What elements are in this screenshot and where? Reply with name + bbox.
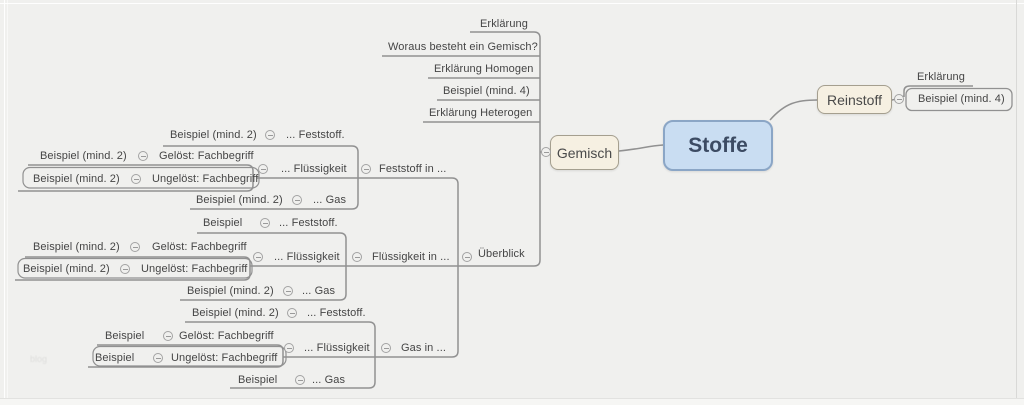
topic-c1-feststoff-beispiel[interactable]: Beispiel (mind. 2) <box>170 129 257 141</box>
topic-gas-in[interactable]: Gas in ... <box>401 342 447 354</box>
topic-c2-fluessigkeit[interactable]: ... Flüssigkeit <box>274 251 340 263</box>
bracket-gas-in-children <box>185 321 376 389</box>
topic-c2-gas[interactable]: ... Gas <box>302 285 336 297</box>
topic-erklaerung-homogen[interactable]: Erklärung Homogen <box>434 63 534 75</box>
topic-stoffe-label: Stoffe <box>688 133 748 157</box>
topic-c2-feststoff-beispiel[interactable]: Beispiel <box>203 217 243 229</box>
connector-stoffe-reinstoff <box>769 99 818 121</box>
topic-c3-geloest-beispiel[interactable]: Beispiel <box>105 330 145 342</box>
collapse-icon[interactable] <box>287 308 297 318</box>
collapse-icon[interactable] <box>163 331 173 341</box>
topic-feststoff-in[interactable]: Feststoff in ... <box>379 163 447 175</box>
topic-erklaerung-heterogen[interactable]: Erklärung Heterogen <box>429 107 533 119</box>
topic-reinstoff-label: Reinstoff <box>827 91 882 108</box>
bracket-c1-fluessigkeit-children <box>18 164 254 192</box>
connector-gemisch-stoffe <box>618 144 664 152</box>
topic-c1-ungeloest-beispiel[interactable]: Beispiel (mind. 2) <box>33 173 120 185</box>
bracket-c2-fluessigkeit-children <box>15 256 251 281</box>
collapse-icon[interactable] <box>462 252 472 262</box>
collapse-icon[interactable] <box>894 94 904 104</box>
topic-c2-geloest-beispiel[interactable]: Beispiel (mind. 2) <box>33 241 120 253</box>
topic-c3-feststoff[interactable]: ... Feststoff. <box>307 307 366 319</box>
topic-c1-feststoff[interactable]: ... Feststoff. <box>286 129 345 141</box>
boundary-beispiel-mind4 <box>905 87 1013 112</box>
collapse-icon[interactable] <box>295 375 305 385</box>
collapse-icon[interactable] <box>265 130 275 140</box>
topic-c2-geloest[interactable]: Gelöst: Fachbegriff <box>152 241 247 253</box>
topic-erklaerung[interactable]: Erklärung <box>480 18 528 30</box>
bracket-ueberblick-children <box>257 177 459 358</box>
boundary-c1-ungeloest <box>22 166 260 189</box>
collapse-icon[interactable] <box>130 242 140 252</box>
collapse-icon[interactable] <box>283 286 293 296</box>
topic-c2-gas-beispiel[interactable]: Beispiel (mind. 2) <box>187 285 274 297</box>
bracket-gemisch-children <box>458 31 541 267</box>
topic-c2-feststoff[interactable]: ... Feststoff. <box>279 217 338 229</box>
topic-gemisch[interactable]: Gemisch <box>550 135 619 170</box>
boundary-c3-ungeloest <box>92 345 287 367</box>
topic-c1-gas-beispiel[interactable]: Beispiel (mind. 2) <box>196 194 283 206</box>
collapse-icon[interactable] <box>292 195 302 205</box>
collapse-icon[interactable] <box>352 252 362 262</box>
collapse-icon[interactable] <box>361 164 371 174</box>
bracket-feststoff-in-children <box>163 145 359 210</box>
collapse-icon[interactable] <box>381 343 391 353</box>
collapse-icon[interactable] <box>284 343 294 353</box>
topic-c1-geloest[interactable]: Gelöst: Fachbegriff <box>159 150 254 162</box>
topic-c3-feststoff-beispiel[interactable]: Beispiel (mind. 2) <box>192 307 279 319</box>
bracket-c3-fluessigkeit-children <box>88 344 284 368</box>
topic-gemisch-label: Gemisch <box>556 144 613 161</box>
collapse-icon[interactable] <box>120 264 130 274</box>
topic-ueberblick[interactable]: Überblick <box>478 248 525 260</box>
topic-c1-ungeloest[interactable]: Ungelöst: Fachbegriff <box>152 173 259 185</box>
topic-beispiel-mind4[interactable]: Beispiel (mind. 4) <box>443 85 530 97</box>
collapse-icon[interactable] <box>260 218 270 228</box>
topic-stoffe[interactable]: Stoffe <box>663 120 773 171</box>
topic-c3-fluessigkeit[interactable]: ... Flüssigkeit <box>304 342 370 354</box>
topic-c3-gas-beispiel[interactable]: Beispiel <box>238 374 278 386</box>
collapse-icon[interactable] <box>253 252 263 262</box>
topic-woraus-besteht[interactable]: Woraus besteht ein Gemisch? <box>388 41 538 53</box>
collapse-icon[interactable] <box>131 174 141 184</box>
topic-c1-geloest-beispiel[interactable]: Beispiel (mind. 2) <box>40 150 127 162</box>
collapse-icon[interactable] <box>541 147 551 157</box>
topic-c3-geloest[interactable]: Gelöst: Fachbegriff <box>179 330 274 342</box>
bracket-reinstoff-children <box>903 85 973 97</box>
watermark: blog <box>30 354 48 364</box>
topic-reinstoff-erklaerung[interactable]: Erklärung <box>917 71 965 83</box>
collapse-icon[interactable] <box>138 151 148 161</box>
canvas-bottom-strip <box>0 398 1024 405</box>
topic-c1-gas[interactable]: ... Gas <box>313 194 347 206</box>
bracket-fluessigkeit-in-children <box>180 232 347 301</box>
topic-reinstoff[interactable]: Reinstoff <box>817 85 892 114</box>
topic-c2-ungeloest[interactable]: Ungelöst: Fachbegriff <box>141 263 248 275</box>
collapse-icon[interactable] <box>258 164 268 174</box>
boundary-c2-ungeloest <box>17 257 253 279</box>
topic-fluessigkeit-in[interactable]: Flüssigkeit in ... <box>372 251 450 263</box>
topic-c2-ungeloest-beispiel[interactable]: Beispiel (mind. 2) <box>23 263 110 275</box>
topic-c1-fluessigkeit[interactable]: ... Flüssigkeit <box>281 163 347 175</box>
topic-c3-ungeloest[interactable]: Ungelöst: Fachbegriff <box>171 352 278 364</box>
collapse-icon[interactable] <box>153 353 163 363</box>
topic-reinstoff-beispiel[interactable]: Beispiel (mind. 4) <box>918 93 1005 105</box>
topic-c3-ungeloest-beispiel[interactable]: Beispiel <box>95 352 135 364</box>
topic-c3-gas[interactable]: ... Gas <box>312 374 346 386</box>
